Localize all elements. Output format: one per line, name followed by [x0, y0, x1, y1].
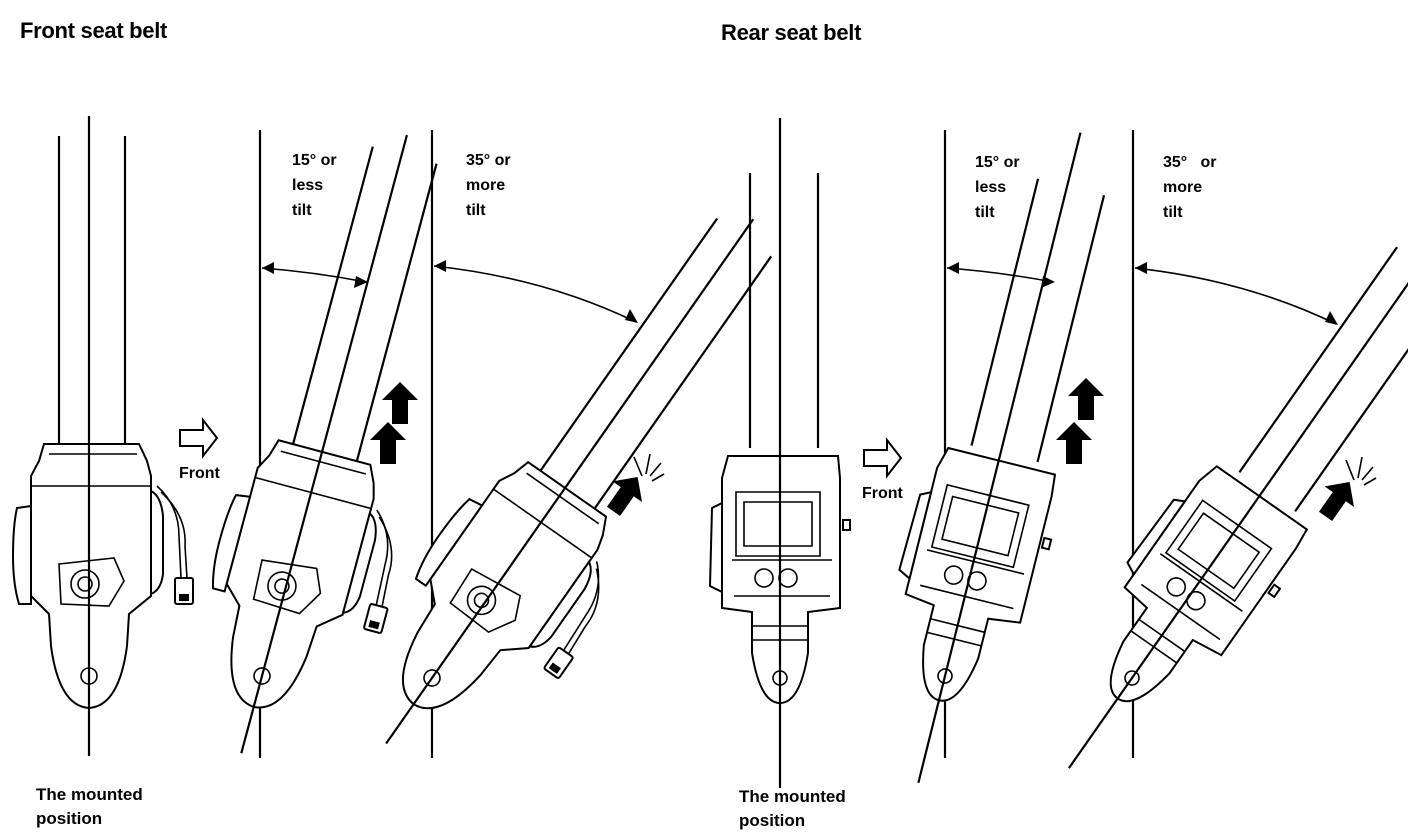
rear-lock-spark-icon — [1346, 457, 1376, 485]
front-direction-arrow-icon — [180, 420, 217, 456]
front-direction-label: Front — [179, 465, 220, 482]
rear-retractor-15-tilt — [849, 114, 1150, 801]
rear-retractor-mounted — [708, 116, 852, 790]
rear-retractor-35-tilt — [1010, 130, 1408, 810]
rear-direction-label: Front — [862, 485, 903, 502]
front-tilt-35-label: 35° or more tilt — [466, 152, 511, 219]
front-tilt-15-label: 15° or less tilt — [292, 152, 337, 219]
front-lock-spark-icon — [634, 454, 664, 481]
rear-tilt-15-label: 15° or less tilt — [975, 154, 1020, 221]
rear-seat-belt-title: Rear seat belt — [721, 20, 862, 45]
rear-tilt-35-label: 35° or more tilt — [1163, 154, 1217, 221]
front-retractor-mounted — [11, 114, 195, 758]
rear-mounted-position-caption: The mounted position — [739, 787, 846, 830]
front-seat-belt-title: Front seat belt — [20, 18, 168, 43]
rear-direction-arrow-icon — [864, 440, 901, 476]
front-mounted-position-caption: The mounted position — [36, 785, 143, 828]
front-retractor-15-tilt — [166, 114, 509, 782]
front-retractor-35-tilt — [322, 130, 840, 805]
